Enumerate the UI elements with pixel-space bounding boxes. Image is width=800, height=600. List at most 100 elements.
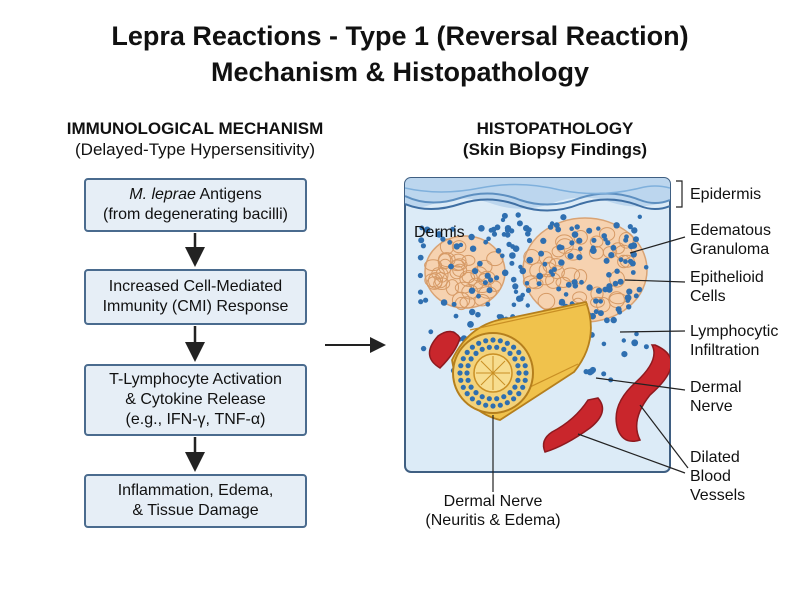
lymphocyte bbox=[627, 224, 633, 230]
lymphocyte bbox=[621, 351, 628, 358]
epithelioid-cell bbox=[451, 291, 471, 309]
lymphocyte bbox=[631, 227, 638, 234]
lymphocyte bbox=[623, 259, 628, 264]
lymphocyte bbox=[486, 287, 493, 294]
lymphocyte bbox=[440, 299, 448, 306]
step-inflammation-line2: & Tissue Damage bbox=[132, 502, 259, 519]
step-inflammation-box: Inflammation, Edema, & Tissue Damage bbox=[84, 474, 307, 528]
step-tcell-line1: T-Lymphocyte Activation bbox=[109, 371, 282, 388]
step-antigens-box: M. leprae Antigens (from degenerating ba… bbox=[84, 178, 307, 232]
lymphocyte bbox=[478, 225, 485, 232]
lymphocyte bbox=[450, 226, 456, 232]
lymphocyte bbox=[526, 227, 532, 233]
lymphocytic-infiltration-label: Lymphocytic Infiltration bbox=[690, 323, 779, 359]
mechanism-heading: IMMUNOLOGICAL MECHANISM bbox=[66, 119, 324, 138]
lymphocyte bbox=[504, 227, 510, 233]
lymphocyte bbox=[522, 377, 528, 383]
lymphocyte bbox=[507, 390, 513, 396]
lymphocyte bbox=[506, 241, 512, 248]
lymphocyte bbox=[586, 227, 593, 234]
lymphocyte bbox=[491, 231, 498, 237]
lymphocyte bbox=[578, 246, 583, 251]
lymphocyte bbox=[495, 248, 502, 254]
lymphocyte bbox=[629, 260, 636, 267]
epithelioid-cell bbox=[449, 265, 465, 280]
epithelioid-cell bbox=[589, 235, 604, 248]
lymphocyte bbox=[617, 278, 624, 285]
epithelioid-cell bbox=[461, 271, 476, 284]
lymphocyte bbox=[516, 391, 522, 397]
lymphocyte bbox=[419, 225, 425, 231]
epithelioid-cell bbox=[424, 259, 443, 272]
lymphocyte bbox=[556, 244, 563, 251]
lymphocyte bbox=[576, 237, 583, 244]
lymphocyte bbox=[643, 344, 649, 350]
lymphocyte bbox=[507, 350, 513, 356]
step-cmi-line2: Immunity (CMI) Response bbox=[102, 298, 289, 315]
step-tcell-line2: & Cytokine Release bbox=[125, 391, 266, 408]
title-line-2: Mechanism & Histopathology bbox=[210, 57, 590, 87]
dermis-label: Dermis bbox=[414, 224, 465, 241]
lymphocyte bbox=[516, 349, 522, 355]
lymphocyte bbox=[606, 286, 613, 293]
lymphocyte bbox=[523, 370, 529, 376]
lymphocyte bbox=[643, 265, 649, 270]
lymphocyte bbox=[610, 244, 617, 251]
lymphocyte bbox=[604, 317, 610, 324]
lymphocyte bbox=[420, 345, 427, 352]
dermal-nerve-bottom-label: Dermal Nerve (Neuritis & Edema) bbox=[425, 493, 561, 529]
blood-vessel-3 bbox=[542, 397, 604, 453]
lymphocyte bbox=[512, 384, 518, 390]
lymphocyte bbox=[440, 236, 446, 242]
lymphocyte bbox=[501, 212, 508, 219]
lymphocyte bbox=[558, 259, 565, 266]
lymphocyte bbox=[468, 287, 476, 294]
lymphocyte bbox=[636, 286, 643, 293]
lymphocyte bbox=[601, 371, 607, 377]
lymphocyte bbox=[476, 293, 481, 299]
step-antigens-italic: M. leprae bbox=[129, 186, 196, 203]
lymphocyte bbox=[536, 272, 543, 280]
lymphocyte bbox=[509, 260, 515, 266]
lymphocyte bbox=[500, 217, 506, 223]
lymphocyte bbox=[625, 298, 631, 303]
lymphocyte bbox=[555, 226, 562, 233]
lymphocyte bbox=[458, 242, 464, 248]
nerve-lymphocyte-ring bbox=[457, 337, 529, 409]
lymphocyte bbox=[593, 309, 599, 315]
lymphocyte bbox=[494, 224, 501, 231]
lymphocyte bbox=[483, 239, 489, 245]
mechanism-subheading: (Delayed-Type Hypersensitivity) bbox=[75, 140, 315, 159]
lymphocyte bbox=[417, 289, 424, 295]
epithelioid-cell bbox=[428, 272, 443, 289]
lymphocyte bbox=[598, 299, 603, 304]
lymphocyte bbox=[542, 261, 548, 267]
lymphocyte bbox=[448, 263, 454, 270]
lymphocyte bbox=[601, 341, 607, 347]
lymphocyte bbox=[563, 292, 569, 297]
lymphocyte bbox=[485, 301, 491, 307]
lymphocyte bbox=[482, 280, 488, 286]
lymphocyte bbox=[569, 226, 574, 231]
lymphocyte bbox=[464, 370, 470, 376]
lymphocyte bbox=[518, 264, 523, 270]
epithelioid-cell bbox=[478, 286, 497, 299]
epithelioid-cell bbox=[564, 248, 582, 261]
lymphocyte bbox=[596, 226, 601, 231]
lymphocyte bbox=[488, 227, 494, 233]
lymphocyte bbox=[637, 214, 642, 219]
lymphocyte bbox=[460, 356, 466, 362]
lymphocyte bbox=[571, 231, 579, 238]
lymphocyte bbox=[538, 250, 545, 257]
lymphocyte bbox=[457, 370, 463, 376]
lymphocyte bbox=[500, 253, 505, 259]
histopathology-heading-block: HISTOPATHOLOGY (Skin Biopsy Findings) bbox=[420, 118, 690, 160]
epithelioid-cell bbox=[488, 280, 502, 292]
lymphocyte bbox=[560, 214, 567, 221]
lymphocyte bbox=[451, 301, 457, 307]
lymphocyte bbox=[464, 349, 470, 355]
lymphocyte bbox=[565, 281, 572, 288]
lymphocyte bbox=[423, 297, 429, 303]
lymphocyte bbox=[469, 344, 475, 350]
lymphocyte bbox=[494, 275, 500, 281]
